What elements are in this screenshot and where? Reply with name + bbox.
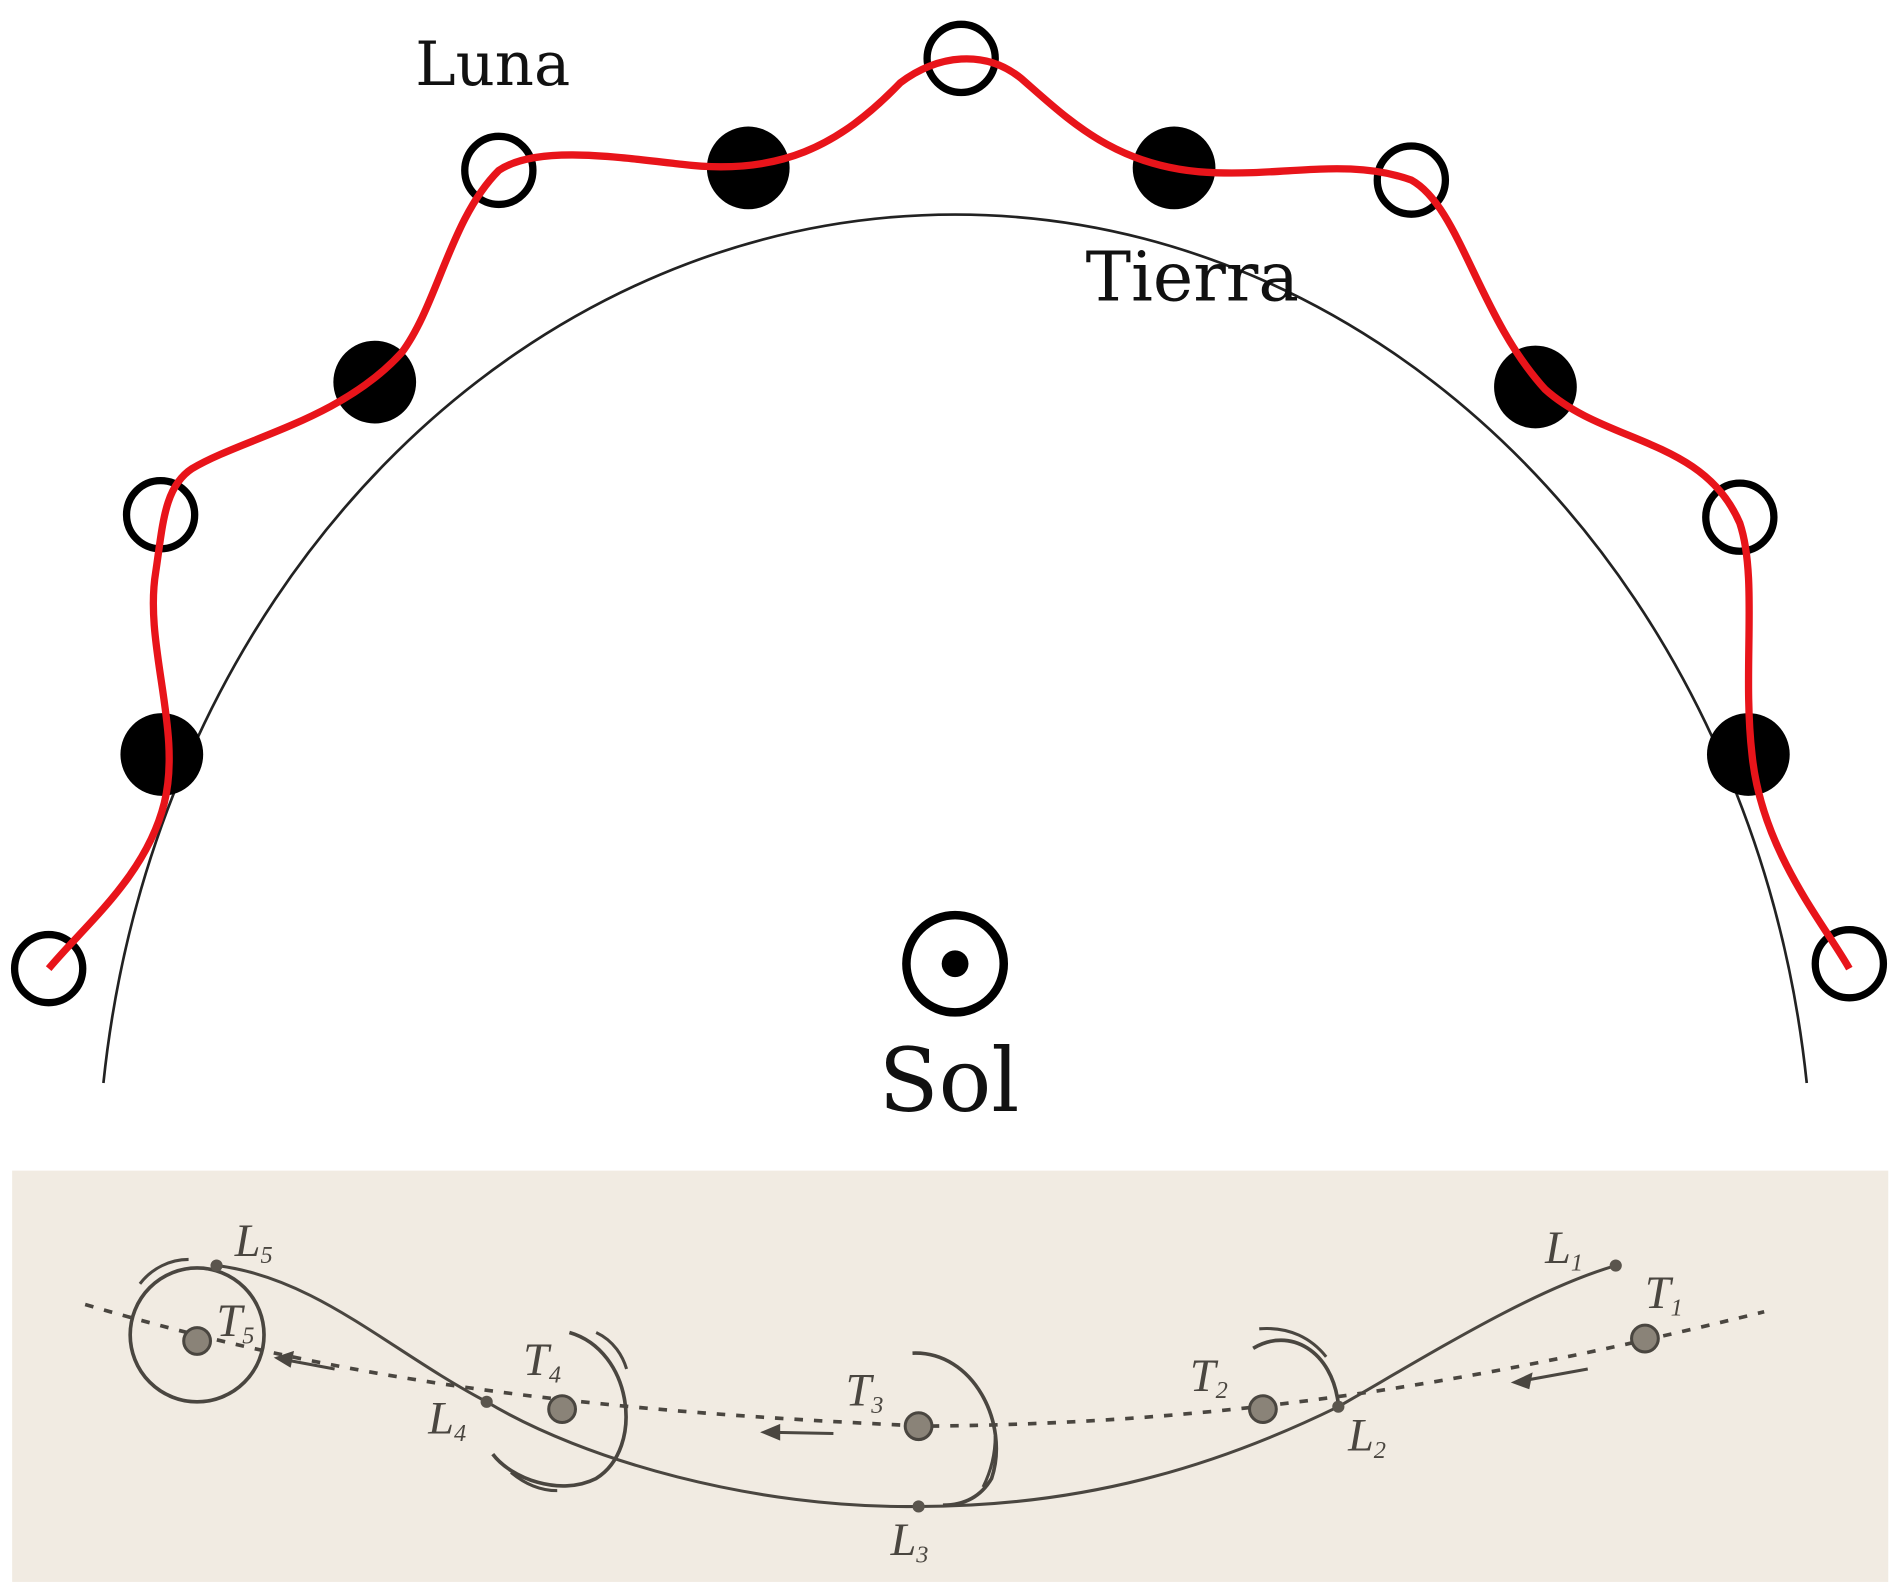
moon-label: Luna	[415, 30, 570, 100]
earth-marker	[547, 1394, 578, 1425]
bottom-diagram: T1 T2 T3 T4 T5 L1 L2 L3 L4 L5	[12, 1170, 1889, 1582]
moon-position-label: L2	[1347, 1409, 1386, 1463]
moon-orbit-arc	[1252, 1338, 1341, 1405]
earth-markers-bottom	[182, 1323, 1660, 1442]
earth-marker	[1247, 1394, 1278, 1425]
earth-marker	[1494, 345, 1577, 429]
moon-marker	[210, 1259, 223, 1272]
earth-marker	[120, 713, 204, 796]
moon-orbit-arc	[491, 1330, 628, 1488]
moon-marker	[912, 1500, 925, 1513]
earth-position-label: T1	[1645, 1267, 1683, 1321]
moon-position-label: L5	[234, 1215, 273, 1269]
sun-label: Sol	[879, 1030, 1020, 1132]
moon-position-label: L1	[1544, 1222, 1583, 1276]
moon-marker	[1609, 1259, 1622, 1272]
direction-arrows	[138, 1257, 1589, 1493]
earth-label: Tierra	[1086, 239, 1299, 318]
moon-orbit-arc	[912, 1351, 999, 1508]
earth-position-label: T5	[217, 1295, 255, 1349]
moon-path	[45, 55, 1853, 971]
moon-orbit-circle	[128, 1266, 266, 1404]
moon-markers	[10, 20, 1888, 1007]
earth-position-label: T2	[1190, 1350, 1228, 1404]
moon-markers-bottom	[210, 1259, 1622, 1513]
earth-marker	[1630, 1323, 1660, 1354]
earth-markers	[120, 126, 1790, 796]
top-diagram: Luna Tierra Sol	[10, 20, 1888, 1132]
moon-marker	[1332, 1400, 1345, 1413]
earth-position-label: T4	[523, 1334, 561, 1388]
earth-marker	[182, 1326, 213, 1356]
sun-symbol	[902, 910, 1009, 1017]
earth-orbit-arc	[102, 213, 1809, 1084]
moon-position-label: L3	[890, 1514, 929, 1568]
earth-position-label: T3	[846, 1364, 884, 1418]
moon-position-label: L4	[427, 1392, 466, 1446]
moon-marker	[480, 1395, 493, 1408]
scan-background	[12, 1170, 1889, 1582]
earth-marker	[903, 1411, 934, 1442]
